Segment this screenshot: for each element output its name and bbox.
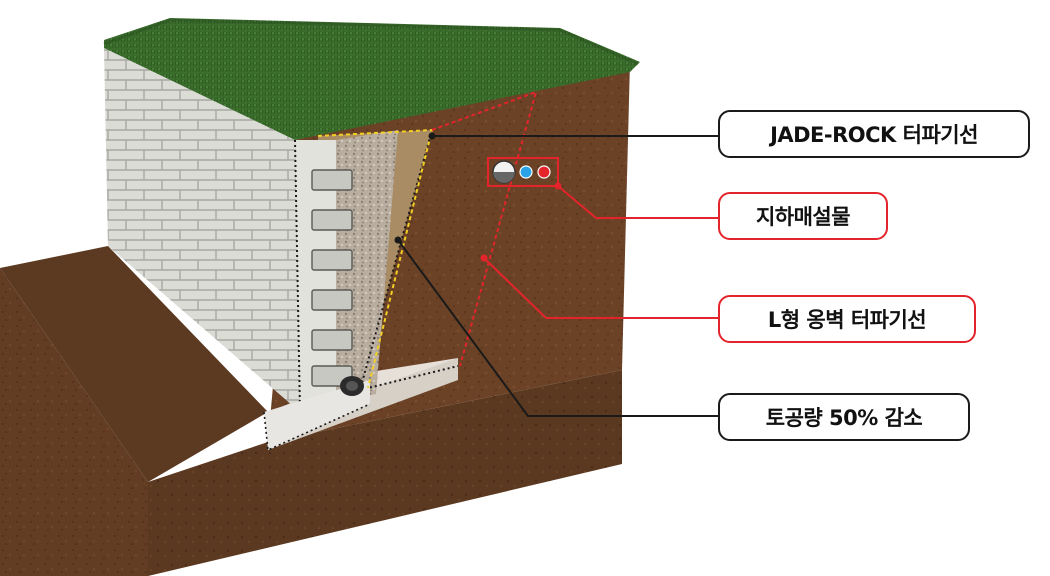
callout-jade-rock-excavation-line: JADE-ROCK 터파기선 — [718, 110, 1030, 158]
callout-utilities-label: 지하매설물 — [755, 205, 851, 229]
soil-right-face — [148, 370, 622, 576]
pipe-blue-icon — [519, 165, 533, 179]
utilities-box — [487, 157, 559, 187]
callout-jade-rock-label: JADE-ROCK 터파기선 — [770, 123, 978, 147]
soil-front-face — [0, 268, 148, 576]
callout-soil-reduction-label: 토공량 50% 감소 — [765, 406, 923, 430]
wall-stone-shade — [104, 48, 300, 412]
pipe-red-icon — [537, 165, 551, 179]
wall-section-blocks — [311, 169, 353, 387]
soil-ledge-top — [0, 246, 268, 482]
soil-lower-front — [0, 268, 148, 576]
leader-utilities — [557, 185, 718, 219]
wall-stone-face — [104, 48, 300, 412]
wall-footing — [264, 380, 370, 450]
leader-soil-reduction — [397, 239, 718, 417]
grass-top — [104, 18, 640, 140]
pipe-gray-icon — [492, 160, 516, 184]
l-wall-line — [431, 90, 538, 367]
callout-soil-reduction: 토공량 50% 감소 — [718, 393, 970, 441]
callout-underground-utilities: 지하매설물 — [718, 192, 888, 240]
callout-l-wall-label: L형 옹벽 터파기선 — [767, 308, 927, 332]
leader-l-wall — [483, 257, 718, 319]
wall-section-outline — [294, 139, 301, 413]
callout-l-wall-excavation-line: L형 옹벽 터파기선 — [718, 295, 976, 343]
